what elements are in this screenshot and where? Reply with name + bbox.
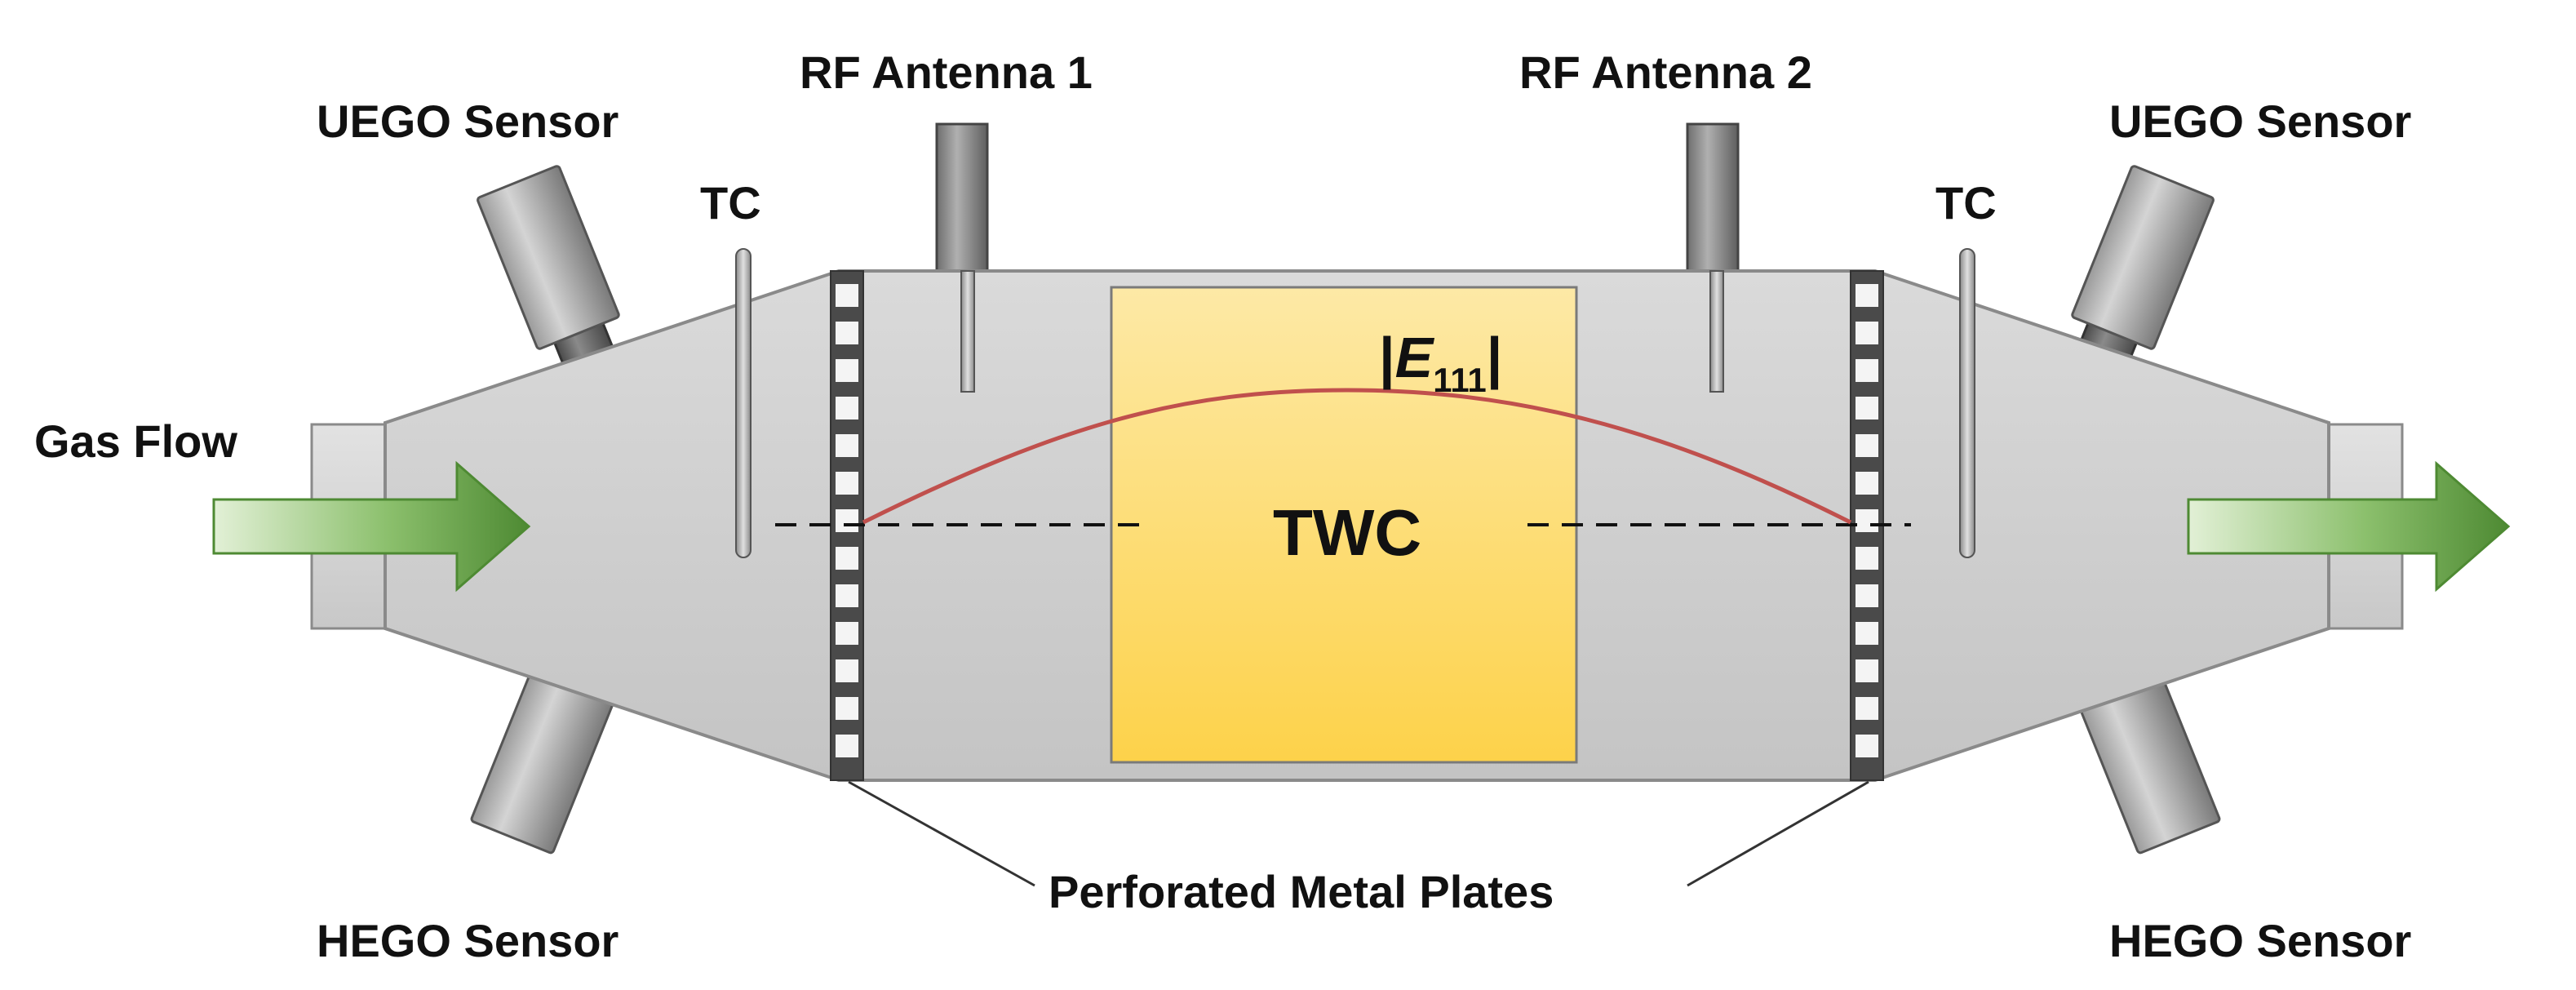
perforation-hole — [1856, 584, 1878, 607]
twc-substrate — [1110, 286, 1578, 764]
perforation-hole — [1856, 547, 1878, 570]
perforation-hole — [836, 735, 858, 757]
thermocouple-right — [1959, 248, 1975, 558]
label-rf-antenna-2: RF Antenna 2 — [1519, 47, 1812, 98]
perforation-hole — [836, 509, 858, 532]
rf-antenna-1-head — [935, 122, 989, 273]
label-tc-left: TC — [700, 177, 761, 229]
label-hego-right: HEGO Sensor — [2109, 915, 2411, 966]
perforation-hole — [1856, 735, 1878, 757]
label-twc: TWC — [1273, 496, 1421, 569]
label-hego-left: HEGO Sensor — [317, 915, 619, 966]
perforation-hole — [836, 622, 858, 645]
label-uego-left: UEGO Sensor — [317, 95, 619, 147]
perforation-hole — [1856, 434, 1878, 457]
perforation-hole — [836, 322, 858, 344]
perforation-hole — [1856, 659, 1878, 682]
perforation-hole — [1856, 284, 1878, 307]
label-field-magnitude: |E111| — [1379, 326, 1502, 399]
leader-line-right — [1687, 780, 1869, 887]
thermocouple-left — [735, 248, 752, 558]
field-magnitude-curve — [862, 388, 1852, 525]
label-perforated-plates: Perforated Metal Plates — [1049, 866, 1554, 917]
perforation-hole — [836, 472, 858, 495]
perforation-hole — [836, 434, 858, 457]
perforation-hole — [836, 397, 858, 420]
perforation-hole — [836, 584, 858, 607]
perforation-hole — [1856, 697, 1878, 720]
label-rf-antenna-1: RF Antenna 1 — [800, 47, 1093, 98]
perforation-hole — [836, 697, 858, 720]
label-gas-flow: Gas Flow — [34, 415, 237, 467]
rf-antenna-2-probe — [1709, 270, 1724, 393]
perforation-hole — [1856, 509, 1878, 532]
label-uego-right: UEGO Sensor — [2109, 95, 2411, 147]
rf-antenna-1-probe — [960, 270, 975, 393]
perforation-hole — [1856, 397, 1878, 420]
perforation-hole — [1856, 359, 1878, 382]
gas-flow-arrow-in — [212, 460, 531, 593]
perforation-hole — [836, 359, 858, 382]
rf-antenna-2-head — [1686, 122, 1740, 273]
perforation-hole — [1856, 472, 1878, 495]
label-tc-right: TC — [1935, 177, 1997, 229]
leader-line-left — [848, 780, 1035, 887]
perforation-hole — [836, 659, 858, 682]
perforation-hole — [1856, 322, 1878, 344]
perforation-hole — [1856, 622, 1878, 645]
gas-flow-arrow-out — [2187, 460, 2511, 593]
perforation-hole — [836, 547, 858, 570]
perforation-hole — [836, 284, 858, 307]
